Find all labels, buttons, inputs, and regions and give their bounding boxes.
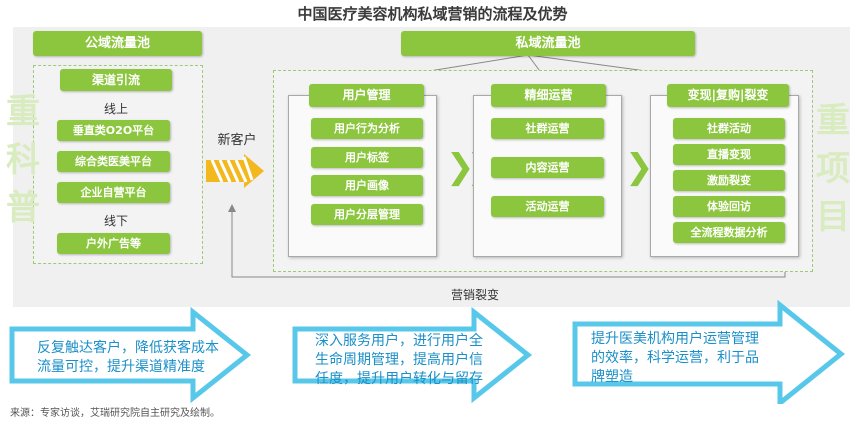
benefit-arrow-3 [572,300,845,404]
online-label: 线上 [103,102,128,116]
benefit-arrow-1 [9,306,252,404]
channel-item: 户外广告等 [57,233,170,254]
column-item: 用户行为分析 [311,118,423,139]
column-item: 活动运营 [491,196,604,217]
benefit-text-1: 反复触达客户，降低获客成本流量可控，提升渠道精准度 [37,340,219,375]
column-item: 直播变现 [673,144,785,165]
column-item: 激励裂变 [673,170,785,191]
column-item: 用户画像 [311,175,423,196]
offline-label: 线下 [103,214,128,228]
benefit-text-2: 深入服务用户，进行用户全生命周期管理，提高用户信任度，提升用户转化与留存 [315,333,483,387]
watermark-left: 重科普 [6,92,40,228]
column-item: 内容运营 [491,157,604,178]
column-item: 体验回访 [673,196,785,217]
channel-section-label: 渠道引流 [60,69,172,91]
column-item: 社群活动 [673,118,785,139]
loop-label: 营销裂变 [450,288,499,302]
source-note: 来源：专家访谈，艾瑞研究院自主研究及绘制。 [10,408,220,419]
channel-item: 垂直类O2O平台 [57,120,170,141]
column-title: 精细运营 [491,84,606,107]
benefit-arrow-2 [292,306,533,404]
column-item: 用户分层管理 [311,204,423,225]
column-item: 社群运营 [491,118,604,139]
channel-item: 综合类医美平台 [57,151,170,172]
watermark-right: 重项目 [816,101,850,237]
benefit-arrows [9,300,845,404]
channel-item: 企业自营平台 [57,182,170,203]
benefit-text-3: 提升医美机构用户运营管理的效率，科学运营，利于品牌塑造 [591,331,759,385]
column-title: 用户管理 [309,84,424,107]
new-customer-label: 新客户 [217,133,257,148]
diagram-title: 中国医疗美容机构私域营销的流程及优势 [297,5,568,23]
private-pool-header: 私域流量池 [401,31,695,56]
public-pool-header: 公域流量池 [33,31,202,56]
column-item: 用户标签 [311,147,423,168]
column-item: 全流程数据分析 [673,222,785,243]
striped-arrow-icon [206,154,264,188]
column-title: 变现|复购|裂变 [667,84,789,107]
